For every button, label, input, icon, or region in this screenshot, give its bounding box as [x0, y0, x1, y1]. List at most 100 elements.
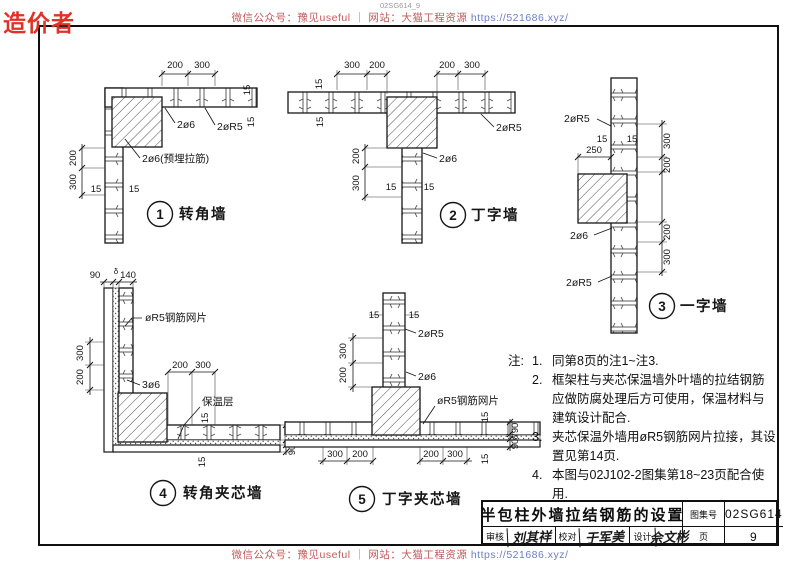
- dim-label: 200: [369, 60, 385, 71]
- detail-number-circle: [149, 479, 177, 507]
- rebar-label: 2øR5: [217, 121, 243, 133]
- outer-leaf: [284, 439, 541, 448]
- dimension-lines: [318, 333, 514, 465]
- leader-line: [597, 275, 613, 283]
- dim-label: 15: [597, 134, 608, 145]
- rebar-label: 2øR5: [418, 328, 444, 340]
- dim-label: 300: [447, 449, 463, 460]
- dim-label: 90: [510, 423, 521, 434]
- leader-line: [480, 113, 495, 128]
- detail-number-circle: [439, 201, 467, 229]
- dim-label: 90: [510, 439, 521, 450]
- dim-label: 300: [338, 343, 349, 359]
- extension-lines: [336, 70, 486, 198]
- dim-label: 200: [172, 360, 188, 371]
- note-number: 1.: [532, 354, 543, 368]
- dim-label: 200: [662, 224, 673, 240]
- detail-number: 5: [358, 492, 366, 507]
- dim-label: δ: [114, 267, 119, 276]
- atlas-no-value: 02SG614: [724, 502, 783, 526]
- detail-caption: 丁字夹芯墙: [382, 490, 462, 508]
- reviewer-label: 审核: [485, 532, 504, 542]
- embed-tie-label: 2ø6(预埋拉筋): [142, 152, 209, 165]
- leader-line: [204, 107, 216, 126]
- dim-label: 250: [586, 145, 602, 156]
- dim-label: 200: [167, 60, 183, 71]
- diagram-2-t-wall: 300 200 200 300 15 15 200 300 15 15 2øR5…: [287, 60, 522, 244]
- dim-label: 15: [314, 79, 325, 90]
- leader-line: [405, 371, 417, 377]
- rebar-label: 2ø6: [439, 153, 457, 165]
- rebar-label: 2ø6: [570, 230, 588, 242]
- dim-label: 300: [327, 449, 343, 460]
- note-text: 本图与02J102-2图集第18~23页配合使用.: [552, 468, 765, 501]
- dim-label: 15: [369, 310, 380, 321]
- leader-line: [593, 227, 613, 236]
- rebar-label: 2ø6: [418, 371, 436, 383]
- sheet-title: 半包柱外墙拉结钢筋的设置: [480, 506, 685, 524]
- extension-lines: [577, 123, 667, 273]
- dim-label: 200: [439, 60, 455, 71]
- dim-label: 300: [195, 360, 211, 371]
- dim-label: 15: [627, 134, 638, 145]
- dim-label: 90: [287, 445, 298, 456]
- rebar-label: 2øR5: [496, 122, 522, 134]
- dimension-lines: [333, 70, 489, 201]
- note-number: 4.: [532, 468, 543, 482]
- dimension-lines: [574, 120, 666, 276]
- leader-line: [177, 406, 201, 440]
- diagram-5-t-sandwich-wall: 15 15 300 200 300 200 200 300 15 15 90 δ…: [284, 292, 541, 513]
- dim-label: 300: [464, 60, 480, 71]
- leader-line: [422, 152, 438, 159]
- leader-line: [124, 138, 141, 159]
- page-number: 9: [724, 527, 783, 546]
- leader-line: [422, 405, 436, 425]
- note-text: 框架柱与夹芯保温墙外叶墙的拉结钢筋应做防腐处理后方可使用，保温材料与建筑设计配合…: [552, 373, 765, 425]
- doc-ref: 02SG614_9: [379, 1, 421, 10]
- dim-label: 15: [129, 184, 140, 195]
- promo-banner-bottom: 微信公众号：豫见useful ｜ 网站：大猫工程资源 https://52168…: [0, 547, 800, 562]
- dim-label: 15: [200, 413, 211, 424]
- detail-caption: 一字墙: [680, 297, 728, 315]
- dim-label: 200: [351, 148, 362, 164]
- note-text: 同第8页的注1~注3.: [552, 354, 659, 368]
- page-label: 页: [682, 527, 724, 546]
- detail-number: 4: [159, 486, 167, 501]
- leader-line: [164, 107, 176, 124]
- dim-label: δ: [511, 434, 520, 439]
- note-number: 3.: [532, 430, 543, 444]
- extension-lines: [322, 314, 540, 465]
- dim-label: 15: [197, 457, 208, 468]
- dim-label: 300: [194, 60, 210, 71]
- dim-label: 15: [242, 85, 253, 96]
- dim-label: 15: [480, 454, 491, 465]
- designer-signature: 佘文彬: [649, 526, 689, 547]
- dim-label: 300: [662, 249, 673, 265]
- dim-label: 300: [662, 133, 673, 149]
- rebar-label: 2øR5: [566, 277, 592, 289]
- detail-number-circle: [648, 292, 676, 320]
- promo-text: 微信公众号：豫见useful ｜ 网站：大猫工程资源: [231, 549, 468, 561]
- dim-label: 200: [338, 367, 349, 383]
- detail-number: 1: [156, 207, 164, 222]
- promo-text: 微信公众号：豫见useful ｜ 网站：大猫工程资源: [231, 12, 468, 24]
- dim-label: 140: [120, 270, 136, 281]
- rebar-label: 3ø6: [142, 379, 160, 391]
- insulation-layer: [284, 434, 541, 441]
- dimension-lines: [78, 70, 219, 199]
- dim-label: 300: [68, 174, 79, 190]
- extension-lines: [82, 70, 216, 196]
- column-hatch: [386, 96, 438, 149]
- promo-url: https://521686.xyz/: [470, 12, 569, 24]
- notes-block: 注: 1. 同第8页的注1~注3. 2. 框架柱与夹芯保温墙外叶墙的拉结钢筋应做…: [508, 352, 776, 504]
- diagram-3-straight-wall: 300 200 200 300 250 15 15 2øR5 2ø6 2øR5 …: [564, 77, 728, 334]
- detail-caption: 丁字墙: [471, 206, 519, 224]
- detail-caption: 转角墙: [179, 205, 227, 223]
- detail-number: 3: [658, 299, 666, 314]
- dim-label: 15: [409, 310, 420, 321]
- dim-label: 200: [352, 449, 368, 460]
- dim-label: 15: [424, 182, 435, 193]
- reviewer-signature: 刘其祥: [506, 525, 556, 548]
- dim-label: 90: [90, 270, 101, 281]
